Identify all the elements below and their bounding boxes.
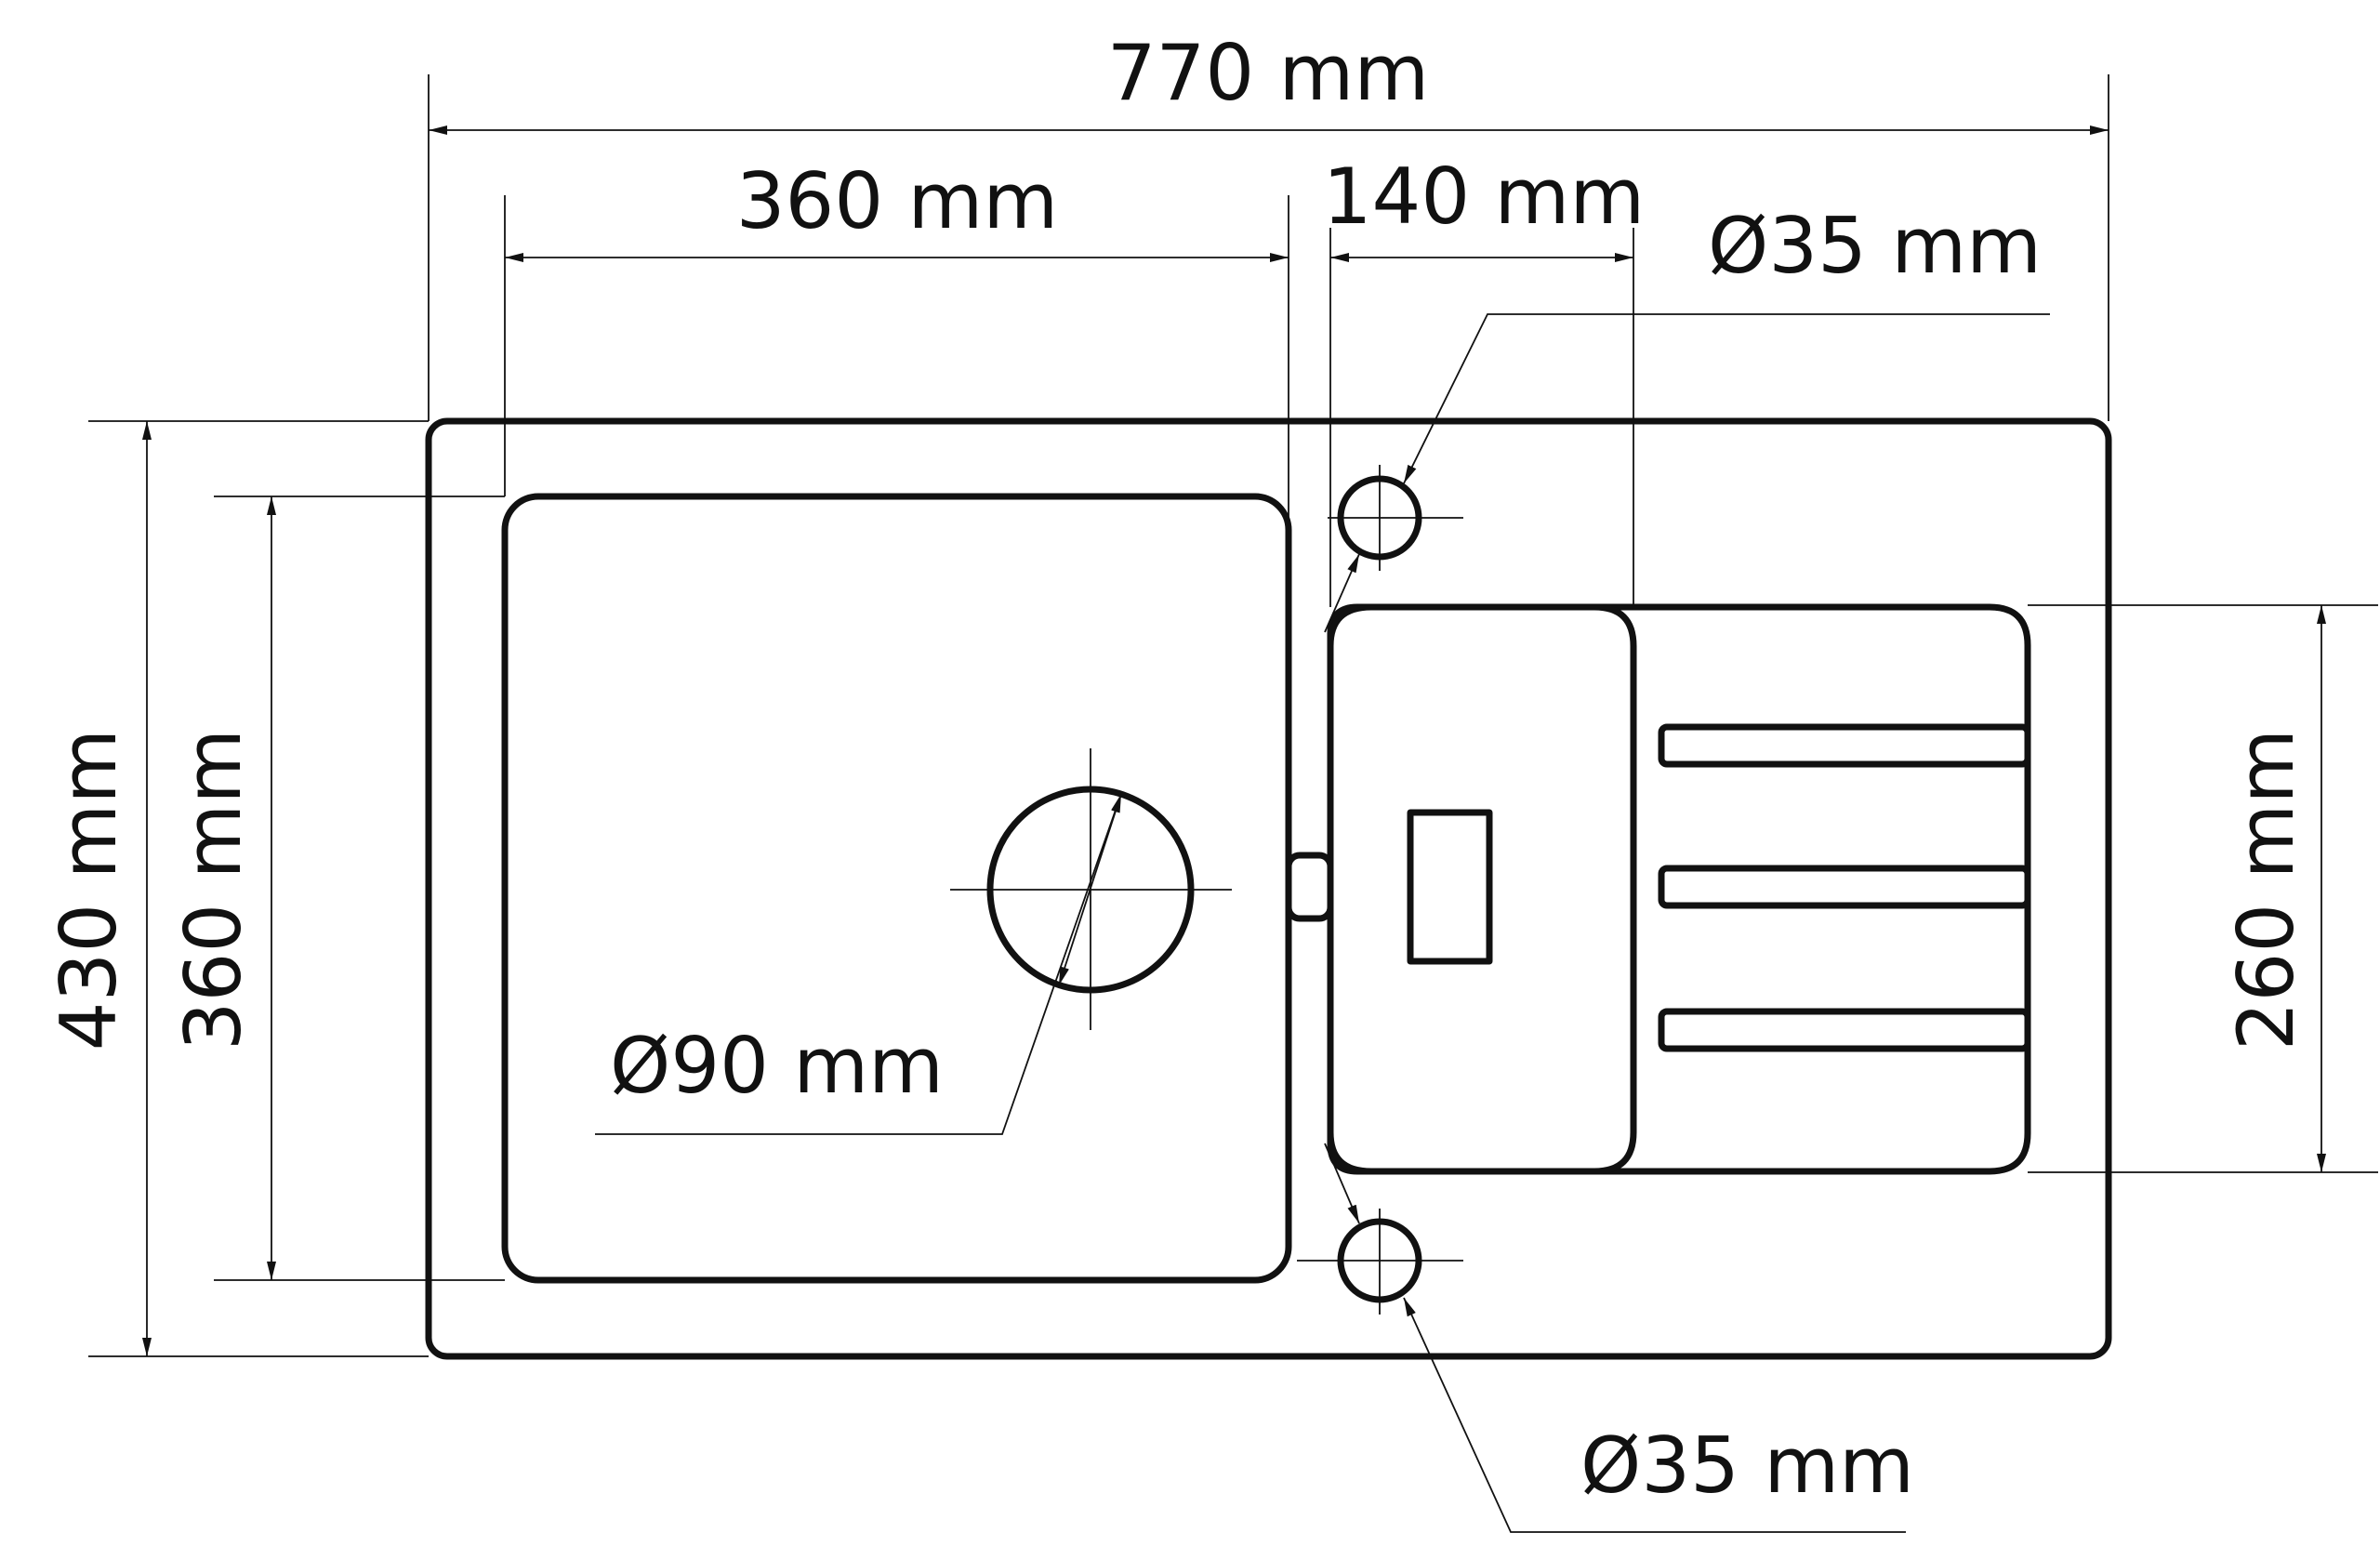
dimension-lines [142, 126, 2326, 1533]
drainer-rib-3 [1658, 1008, 2031, 1052]
small-bowl [1327, 603, 1637, 1175]
bowl-width-label: 360 mm [736, 156, 1059, 246]
tap-hole-top-arrow-lower [1324, 553, 1360, 633]
drainer-depth-label: 260 mm [2221, 729, 2311, 1051]
main-bowl [501, 493, 1292, 1284]
countertop-outline [425, 417, 2112, 1360]
drainer-bowl-width-label: 140 mm [1323, 152, 1646, 242]
overall-width-label: 770 mm [1107, 28, 1430, 118]
overall-depth-label: 430 mm [44, 729, 134, 1051]
tap-hole-top-label: Ø35 mm [1708, 201, 2042, 291]
drain-diameter-label: Ø90 mm [610, 1021, 944, 1111]
sink-outline [425, 417, 2112, 1360]
dimension-labels: 770 mm 360 mm 140 mm Ø35 mm Ø90 mm Ø35 m… [44, 28, 2311, 1511]
tap-hole-bottom-leader [1403, 1297, 1906, 1533]
overflow-slot [1407, 809, 1493, 965]
drainer-outline [1327, 603, 2031, 1175]
tap-hole-top-leader [1403, 313, 2050, 484]
bowl-connector [1285, 852, 1334, 922]
drain-leader [595, 793, 1122, 1135]
drainer-rib-2 [1658, 865, 2031, 909]
drainer-rib-1 [1658, 723, 2031, 768]
bowl-depth-label: 360 mm [168, 729, 258, 1051]
tap-hole-bottom-label: Ø35 mm [1580, 1420, 1914, 1511]
tap-hole-bottom-arrow-upper [1324, 1143, 1360, 1224]
